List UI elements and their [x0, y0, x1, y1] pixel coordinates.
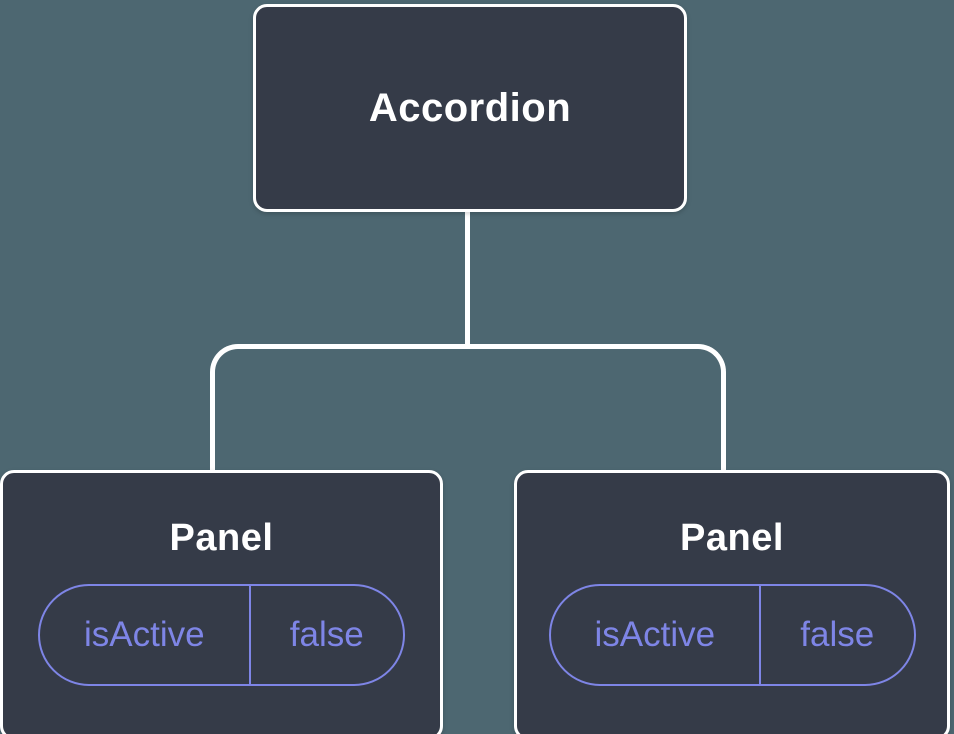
state-key: isActive: [40, 586, 251, 684]
tree-node-panel-left: Panel isActive false: [0, 470, 443, 734]
state-value: false: [289, 615, 364, 654]
panel-node-label: Panel: [169, 517, 274, 559]
connector-trunk-line: [465, 209, 470, 349]
tree-node-panel-right: Panel isActive false: [514, 470, 950, 734]
panel-node-label: Panel: [680, 517, 784, 559]
connector-branch-bracket: [210, 344, 726, 476]
state-pill: isActive false: [38, 584, 405, 686]
state-value: false: [800, 615, 875, 654]
tree-node-accordion: Accordion: [253, 4, 687, 212]
state-key: isActive: [551, 586, 762, 684]
state-pill: isActive false: [548, 584, 916, 686]
accordion-node-label: Accordion: [368, 85, 572, 130]
